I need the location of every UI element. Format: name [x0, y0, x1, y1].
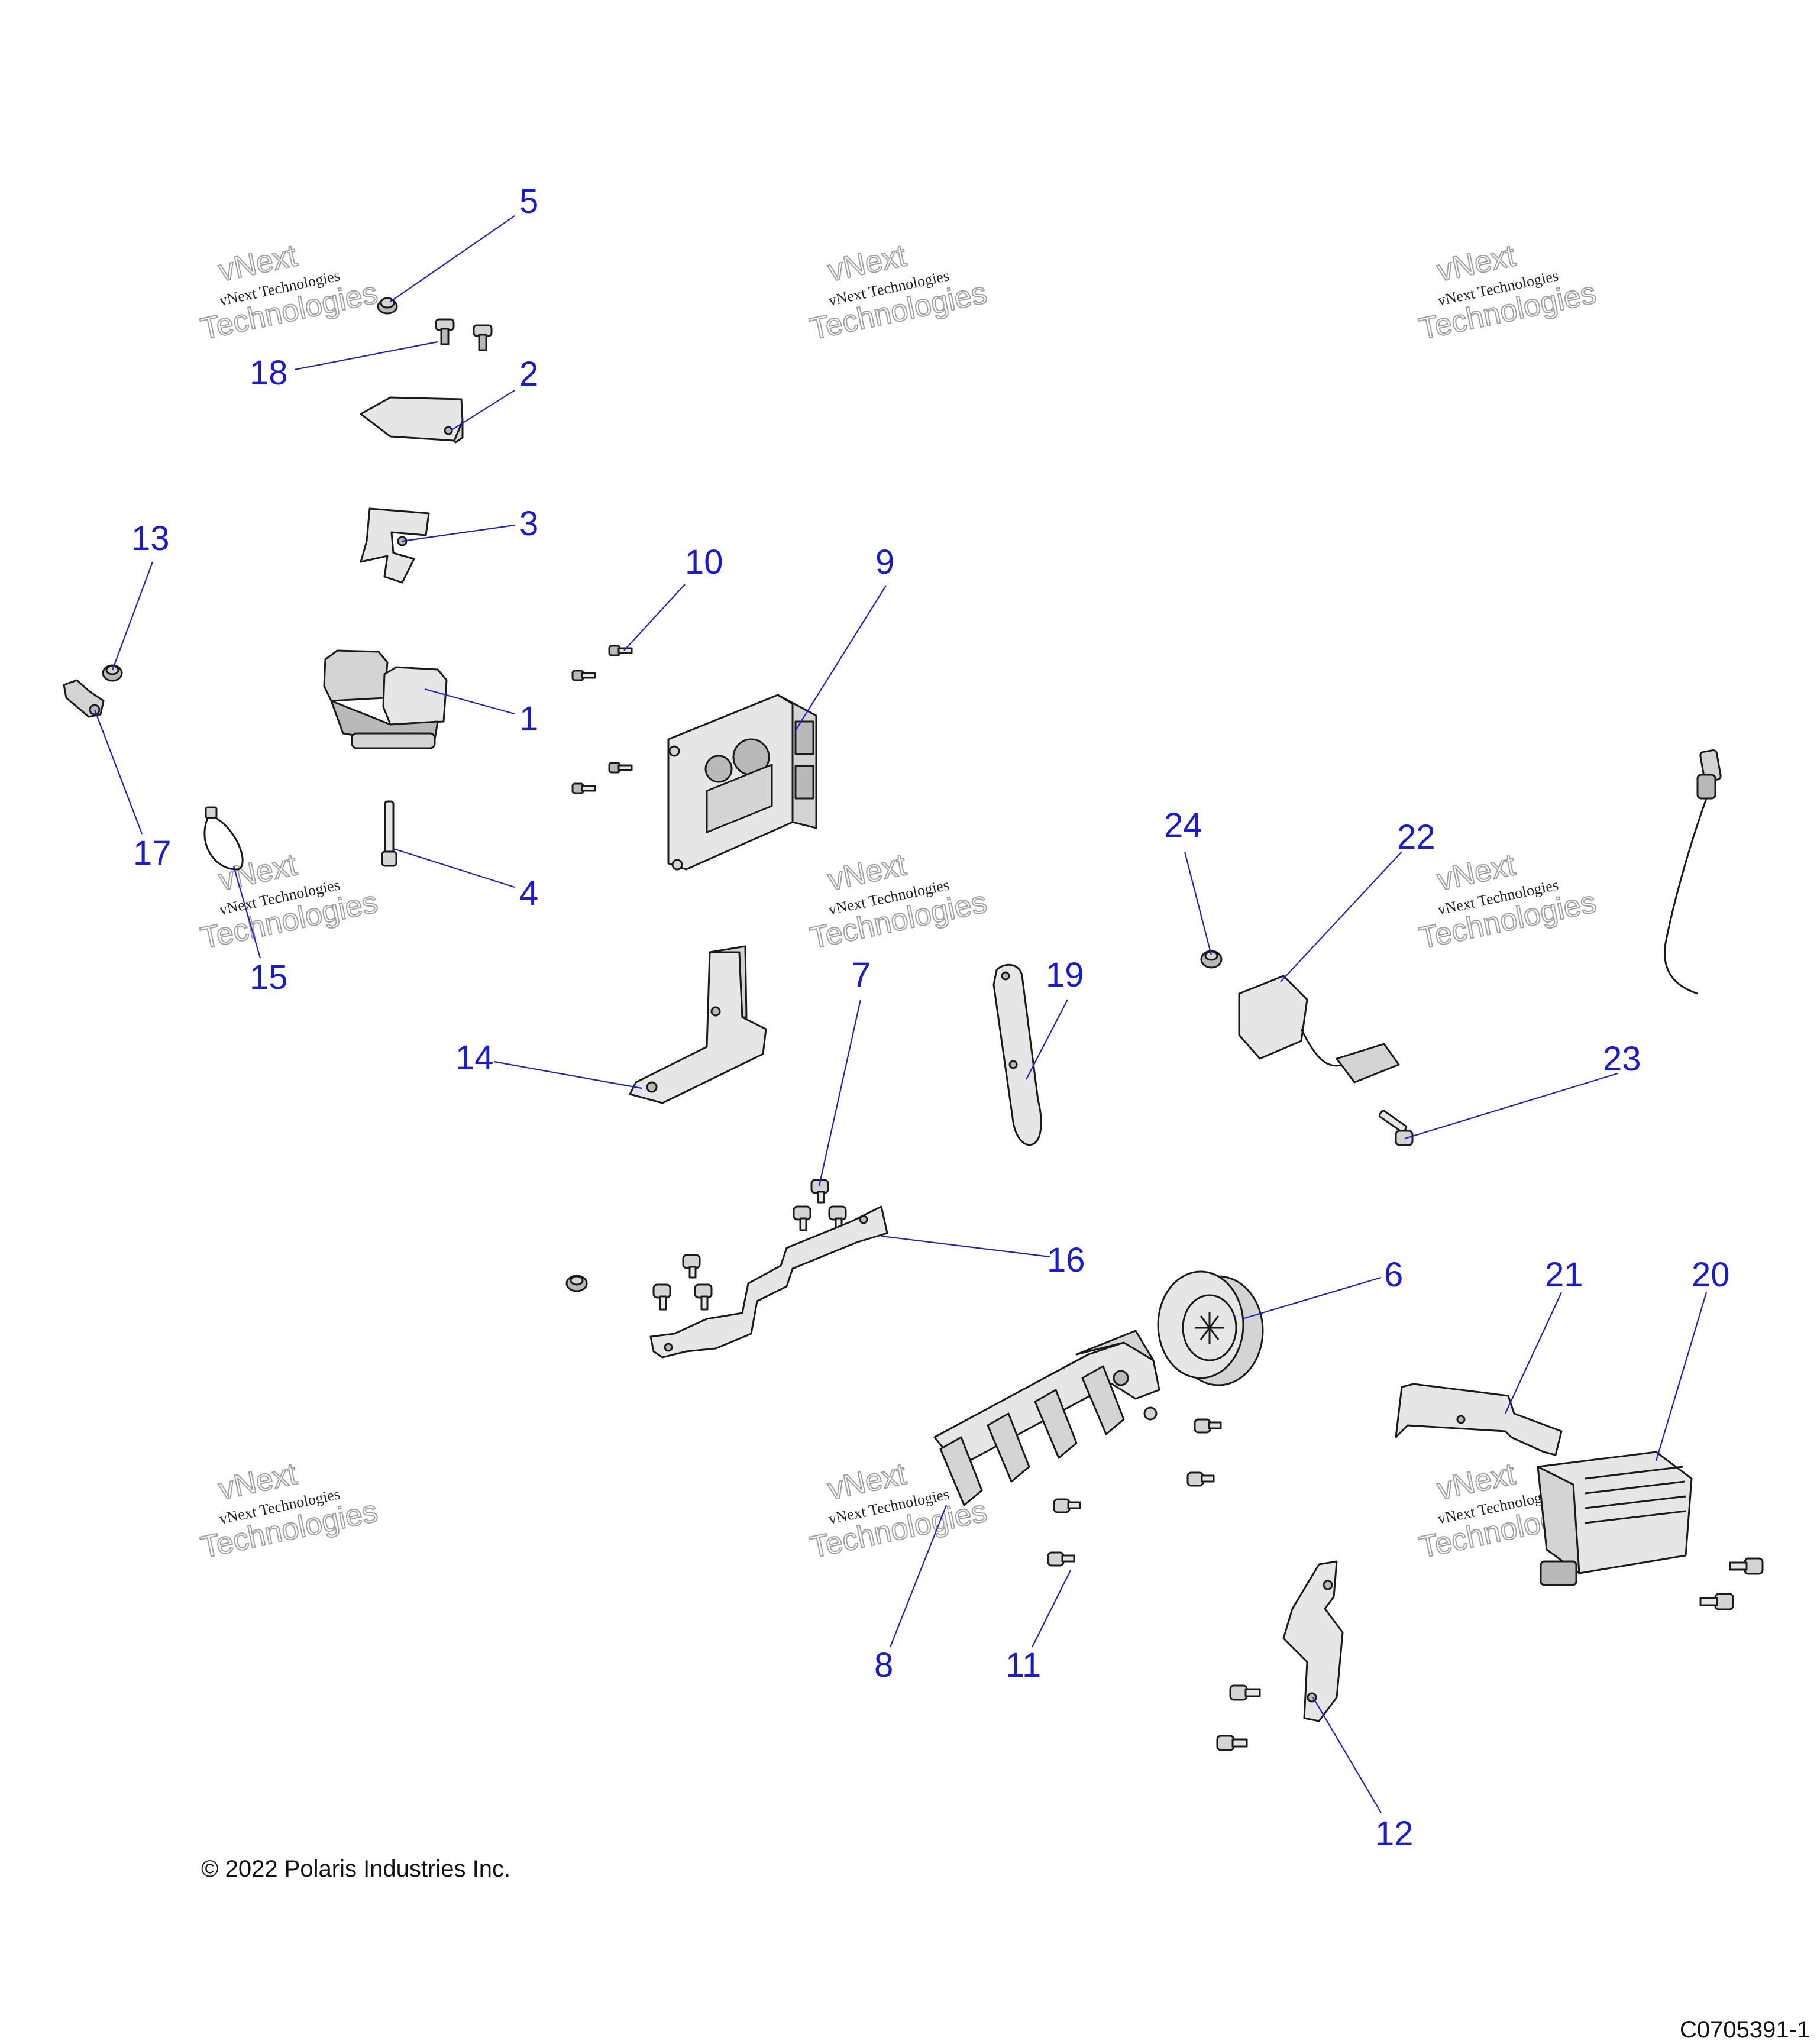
- callout-12: 12: [1375, 1815, 1414, 1853]
- leader-9: [795, 585, 887, 731]
- leader-4: [393, 848, 515, 888]
- callout-21: 21: [1545, 1256, 1583, 1294]
- part-16-bracket: [649, 1205, 888, 1359]
- leader-2: [450, 390, 515, 431]
- watermark: vNext vNext Technologies Technologies: [807, 847, 991, 956]
- part-14-bracket: [629, 945, 767, 1104]
- part-5-nut: [377, 297, 398, 315]
- part-11-screws: [1047, 1418, 1222, 1567]
- callout-22: 22: [1397, 818, 1436, 856]
- callout-23: 23: [1603, 1040, 1641, 1078]
- part-9-ecu: [667, 694, 817, 871]
- part-23-bolt: [1378, 1110, 1414, 1146]
- callouts: 5 18 2 3 1 4 13 17 15 10 9 24 22 14 7 19…: [131, 182, 1730, 1853]
- leader-22: [1280, 851, 1402, 982]
- part-6-pulley: [1157, 1270, 1264, 1386]
- part-21-bracket: [1395, 1383, 1563, 1456]
- part-22-sensor-harness: [1238, 749, 1722, 1084]
- part-10-screws: [571, 645, 633, 794]
- leader-11: [1032, 1570, 1071, 1648]
- leader-23: [1404, 1072, 1618, 1140]
- part-18-screws: [435, 318, 493, 351]
- part-20-regulator: [1537, 1451, 1693, 1586]
- callout-11: 11: [1006, 1646, 1041, 1684]
- watermark: vNext vNext Technologies Technologies: [198, 847, 381, 956]
- part-24-nut: [1200, 950, 1223, 969]
- leader-10: [623, 584, 686, 651]
- callout-24: 24: [1164, 806, 1202, 845]
- callout-8: 8: [874, 1646, 893, 1684]
- leader-14: [493, 1060, 642, 1089]
- callout-1: 1: [519, 700, 538, 738]
- callout-2: 2: [519, 355, 538, 393]
- callout-18: 18: [250, 354, 288, 392]
- part-12-bolts: [1216, 1684, 1261, 1751]
- part-12-bracket: [1282, 1560, 1344, 1722]
- part-7-bolts: [652, 1179, 847, 1311]
- leader-16: [881, 1235, 1050, 1258]
- part-2-bracket: [360, 396, 464, 444]
- leader-7: [818, 999, 862, 1186]
- callout-13: 13: [131, 519, 170, 558]
- leader-5: [390, 215, 515, 302]
- parts: [63, 297, 1764, 1751]
- part-19-bracket: [992, 963, 1042, 1146]
- part-4-bolt: [381, 800, 397, 867]
- callout-10: 10: [685, 543, 723, 581]
- callout-20: 20: [1692, 1256, 1730, 1294]
- callout-16: 16: [1047, 1241, 1085, 1279]
- callout-4: 4: [519, 874, 538, 913]
- part-20-bolts: [1699, 1557, 1764, 1610]
- leader-6: [1241, 1276, 1382, 1320]
- part-3-clip: [360, 507, 430, 584]
- callout-6: 6: [1384, 1256, 1403, 1294]
- leader-1: [424, 688, 515, 715]
- leader-12: [1312, 1697, 1382, 1813]
- watermark: vNext vNext Technologies Technologies: [1416, 238, 1600, 347]
- leader-24: [1184, 851, 1213, 956]
- callout-3: 3: [519, 504, 538, 543]
- callout-7: 7: [852, 956, 871, 994]
- callout-9: 9: [875, 543, 894, 581]
- leader-8: [889, 1505, 948, 1648]
- part-1-ignition-coil: [323, 649, 448, 749]
- watermark: vNext vNext Technologies Technologies: [198, 1456, 381, 1566]
- leader-17: [93, 709, 143, 835]
- leader-20: [1655, 1292, 1708, 1461]
- part-17-clip: [63, 679, 105, 718]
- nut: [565, 1275, 588, 1292]
- part-13-nut: [102, 664, 123, 682]
- callout-17: 17: [133, 834, 172, 872]
- leader-13: [111, 561, 154, 671]
- part-15-cable-tie: [203, 806, 244, 871]
- leader-3: [402, 524, 515, 542]
- leader-18: [294, 341, 438, 371]
- leader-19: [1026, 999, 1068, 1080]
- leader-15: [232, 866, 261, 959]
- leader-21: [1505, 1292, 1562, 1414]
- watermark: vNext vNext Technologies Technologies: [807, 238, 991, 347]
- diagram-code: C0705391-1: [1680, 2017, 1810, 2043]
- callout-15: 15: [250, 958, 288, 997]
- callout-14: 14: [455, 1039, 494, 1077]
- callout-19: 19: [1046, 956, 1084, 994]
- part-8-fuel-rail: [933, 1330, 1160, 1506]
- watermark: vNext vNext Technologies Technologies: [198, 238, 381, 347]
- callout-5: 5: [519, 182, 538, 221]
- leader-lines: [93, 215, 1708, 1813]
- copyright: © 2022 Polaris Industries Inc.: [201, 1856, 510, 1882]
